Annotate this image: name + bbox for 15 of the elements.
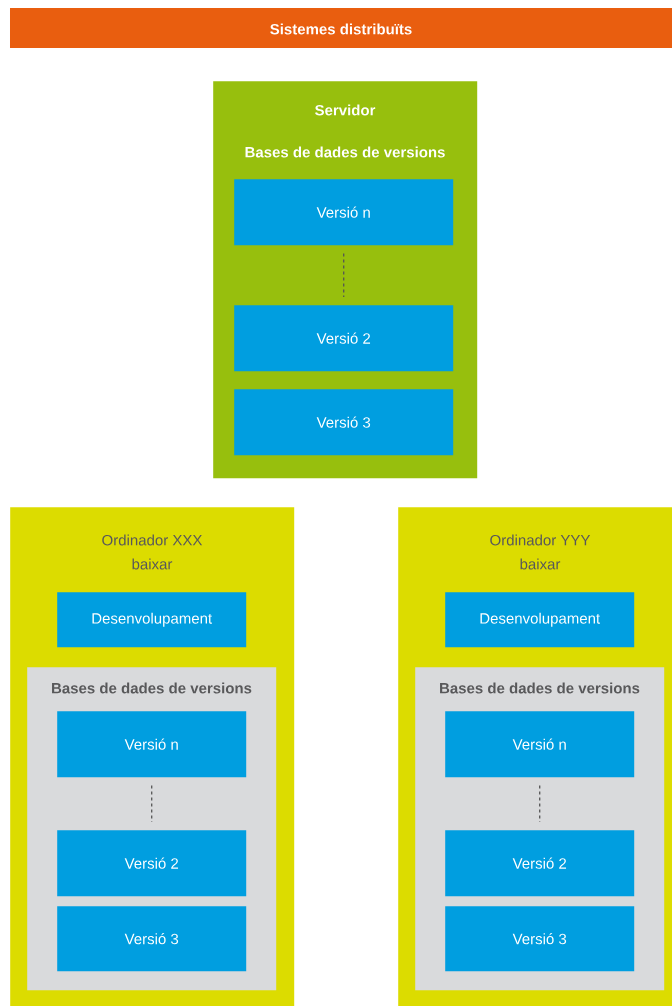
version-box: Versió 3 — [445, 906, 635, 972]
dashed-connector — [151, 784, 153, 823]
version-box: Versió 3 — [57, 906, 247, 972]
version-box: Versió n — [445, 711, 635, 778]
version-box: Versió 2 — [234, 305, 454, 372]
development-box: Desenvolupament — [445, 592, 635, 648]
dashed-connector — [343, 252, 345, 298]
dashed-connector — [539, 784, 541, 823]
version-box: Versió 2 — [57, 830, 247, 897]
version-box: Versió 3 — [234, 389, 454, 456]
version-box: Versió n — [57, 711, 247, 778]
development-box: Desenvolupament — [57, 592, 247, 648]
title-bar: Sistemes distribuïts — [10, 8, 672, 48]
version-box: Versió n — [234, 179, 454, 246]
version-box: Versió 2 — [445, 830, 635, 897]
